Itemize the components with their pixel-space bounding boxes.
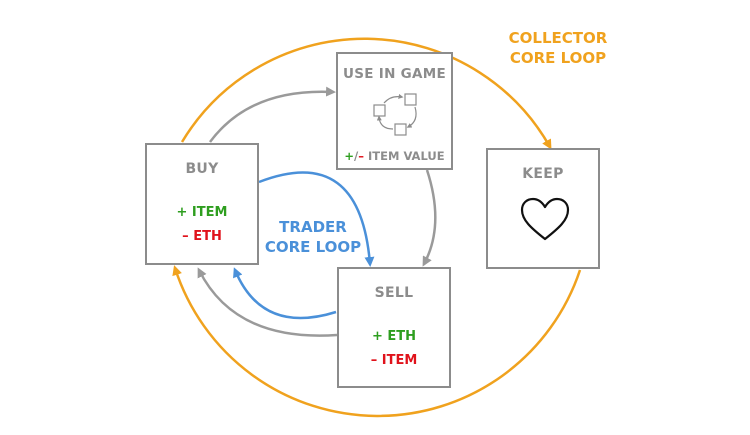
value-minus-sign: – — [358, 149, 364, 163]
item-value-text: ITEM VALUE — [368, 149, 445, 163]
trader-arrow-to-buy — [233, 267, 337, 320]
use-in-game-title: USE IN GAME — [342, 66, 447, 82]
collector-loop-label: COLLECTOR CORE LOOP — [478, 28, 638, 68]
trader-loop-label: TRADER CORE LOOP — [248, 217, 378, 257]
sell-box: SELL + ETH – ITEM — [337, 267, 451, 388]
trader-label-line1: TRADER — [279, 218, 347, 236]
collector-arrow-to-keep — [180, 37, 552, 150]
buy-title: BUY — [185, 161, 219, 177]
buy-box: BUY + ITEM – ETH — [145, 143, 259, 265]
arrow-buy-to-use — [208, 86, 336, 143]
buy-minus-eth: – ETH — [182, 229, 222, 244]
arrow-use-to-sell — [422, 169, 437, 267]
sell-plus-eth: + ETH — [371, 329, 417, 344]
heart-icon — [520, 197, 570, 241]
value-separator: / — [354, 149, 359, 163]
collector-arrow-to-buy — [172, 265, 582, 418]
cycle-icon — [373, 93, 417, 136]
sell-minus-item: – ITEM — [370, 353, 418, 368]
buy-plus-item: + ITEM — [176, 205, 228, 220]
use-in-game-box: USE IN GAME +/– ITEM VALUE — [336, 52, 453, 170]
collector-label-line1: COLLECTOR — [508, 29, 608, 47]
trader-label-line2: CORE LOOP — [264, 238, 362, 256]
trader-arrow-to-sell — [258, 171, 375, 267]
keep-title: KEEP — [522, 166, 564, 182]
arrow-sell-to-buy — [197, 267, 338, 337]
value-plus-sign: + — [344, 149, 355, 163]
sell-title: SELL — [374, 285, 414, 301]
item-value-label: +/– ITEM VALUE — [338, 149, 451, 163]
collector-label-line2: CORE LOOP — [509, 49, 607, 67]
keep-box: KEEP — [486, 148, 600, 269]
